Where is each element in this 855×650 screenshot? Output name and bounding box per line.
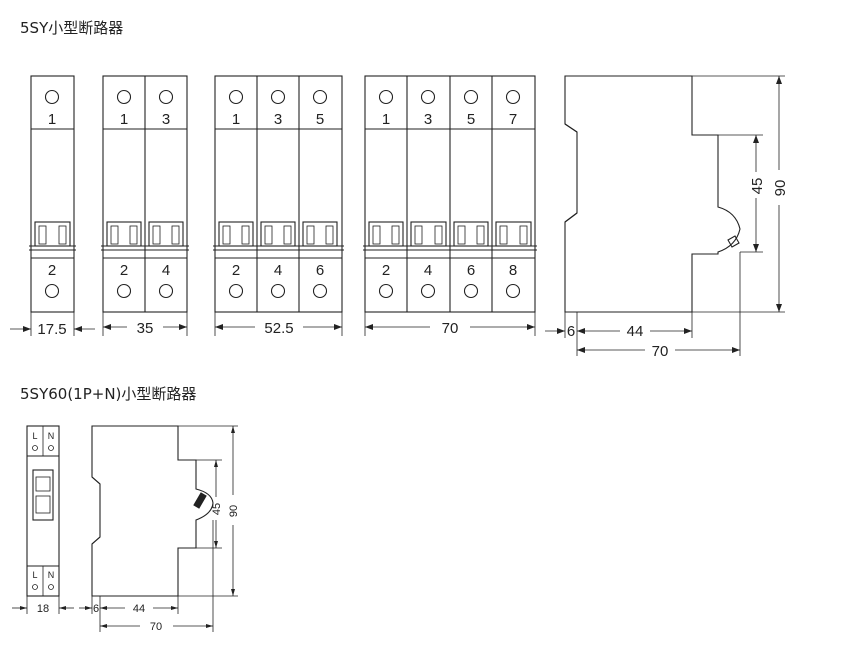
height-dimension-inner: 45 [749, 178, 766, 195]
breaker-1p-n-front: L N L N 18 [12, 425, 74, 615]
toggle-lever [213, 221, 344, 251]
terminal-label: 4 [424, 262, 432, 279]
terminal-label: 4 [162, 262, 170, 279]
terminal-label: 2 [382, 262, 390, 279]
terminal-label: 3 [162, 111, 170, 128]
terminal-label: 1 [48, 111, 56, 128]
terminal-label: 2 [120, 262, 128, 279]
depth-dimension-inner: 44 [627, 323, 644, 340]
toggle-lever [29, 221, 76, 251]
breaker-4-pole: 1 3 5 7 2 4 6 8 [363, 75, 537, 337]
side-view-5sy: 90 45 6 44 70 [545, 75, 789, 360]
height-dimension-inner: 45 [211, 503, 223, 515]
depth-dimension-inner: 44 [133, 603, 145, 615]
terminal-label: 1 [382, 111, 390, 128]
terminal-label: 5 [467, 111, 475, 128]
terminal-label: 1 [120, 111, 128, 128]
title-5sy60-1p-n: 5SY60(1P+N)小型断路器 [20, 385, 196, 403]
terminal-label: L [32, 570, 37, 580]
terminal-label: 8 [509, 262, 517, 279]
terminal-label: 3 [274, 111, 282, 128]
breaker-2-pole: 1 3 2 4 35 [101, 75, 189, 337]
terminal-label: 5 [316, 111, 324, 128]
breaker-3-pole: 1 3 5 2 4 6 52.5 [213, 75, 344, 337]
terminal-label: 1 [232, 111, 240, 128]
terminal-label: L [32, 431, 37, 441]
title-5sy: 5SY小型断路器 [20, 19, 123, 37]
height-dimension-total: 90 [772, 180, 789, 197]
terminal-label: N [48, 431, 55, 441]
toggle-lever [363, 221, 537, 251]
terminal-label: 4 [274, 262, 282, 279]
terminal-label: 3 [424, 111, 432, 128]
terminal-label: 2 [48, 262, 56, 279]
width-dimension: 35 [137, 320, 154, 337]
height-dimension-total: 90 [228, 505, 240, 517]
terminal-label: 7 [509, 111, 517, 128]
terminal-label: N [48, 570, 55, 580]
depth-dimension-total: 70 [652, 343, 669, 360]
terminal-label: 2 [232, 262, 240, 279]
offset-dimension: 6 [567, 323, 575, 340]
terminal-label: 6 [316, 262, 324, 279]
offset-dimension: 6 [93, 603, 99, 615]
width-dimension: 52.5 [264, 320, 293, 337]
width-dimension: 70 [442, 320, 459, 337]
depth-dimension-total: 70 [150, 621, 162, 633]
toggle-lever [101, 221, 189, 251]
width-dimension: 18 [37, 603, 49, 615]
breaker-1-pole: 1 2 17.5 [10, 75, 95, 338]
width-dimension: 17.5 [37, 321, 66, 338]
terminal-label: 6 [467, 262, 475, 279]
side-view-5sy60: 90 45 6 44 70 [79, 425, 240, 633]
